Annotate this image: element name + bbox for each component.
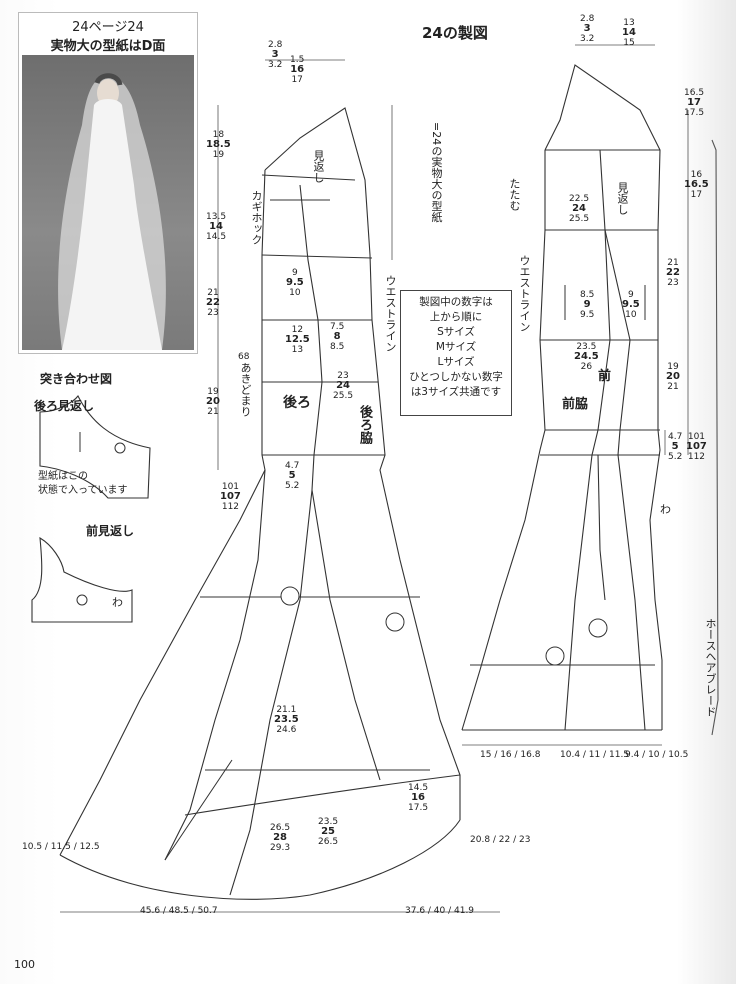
page-number: 100 [14,958,35,971]
measure-hem-left: 10.5 / 11.5 / 12.5 [22,842,100,852]
notch-circle-4 [280,586,300,606]
inset-fold-mark: わ [112,596,123,609]
back-facing-label: 見返し [312,150,325,183]
front-piece-outline [461,64,663,731]
size-note-line-3: Sサイズ [437,326,475,338]
fold-label: たたむ [508,178,521,211]
back-piece-label: 後ろ [283,395,311,411]
photo-caption-page: 24ページ24 [72,20,144,35]
size-note-line-6: ひとつしかない数字 [409,371,503,383]
measure-hem-right: 20.8 / 22 / 23 [470,835,531,845]
back-side-piece-label: 後ろ脇 [357,405,372,444]
back-waist-line-label: ウエストライン [384,275,397,352]
inset-title: 突き合わせ図 [40,372,113,386]
measure-front-hem-2: 10.4 / 11 / 11.5 [560,750,630,760]
inset-facings [31,394,151,623]
photo-panel: 24ページ24 実物大の型紙はD面 [18,12,198,354]
size-note-box: 製図中の数字は 上から順に Sサイズ Mサイズ Lサイズ ひとつしかない数字 は… [400,290,512,416]
notch-circle-2 [545,646,565,666]
size-note-line-7: は3サイズ共通です [410,386,502,398]
inset-paper-note-1: 型紙はこの [38,471,88,482]
inset-circle-a [114,442,126,454]
hook-label: カギホック [250,190,263,245]
front-side-piece-label: 前脇 [562,397,589,412]
measure-front-hem-3: 9.4 / 10 / 10.5 [625,750,689,760]
pattern-note: =24の実物大の型紙 [430,122,443,223]
size-note-line-1: 製図中の数字は [419,296,493,308]
back-piece-outline [59,107,461,900]
front-facing-label: 見返し [616,182,629,215]
measure-hem-width-right: 37.6 / 40 / 41.9 [405,906,475,916]
measure-hem-width-left: 45.6 / 48.5 / 50.7 [140,906,218,916]
dress-photo [22,55,194,350]
notch-circle-3 [385,612,405,632]
opening-label: あきどまり [239,362,252,417]
inset-front-facing-label: 前見返し [86,524,135,538]
diagram-title: 24の製図 [422,24,488,42]
inset-circle-b [76,594,88,606]
front-piece-label: 前 [598,369,612,384]
inset-back-facing-label: 後ろ見返し [34,399,95,413]
size-note-line-4: Mサイズ [435,341,477,353]
measure-front-hem-1: 15 / 16 / 16.8 [480,750,541,760]
horsehair-braid-label: ホースヘアブレード [704,618,717,717]
front-waist-line-label: ウエストライン [518,255,531,332]
front-fold-mark: わ [660,503,671,516]
photo-caption-pattern: 実物大の型紙はD面 [50,39,166,54]
notch-circle-1 [588,618,608,638]
measure-opening: 68 [238,352,250,362]
size-note-line-2: 上から順に [429,311,483,323]
size-note-line-5: Lサイズ [437,356,475,368]
bride-illustration [58,73,166,350]
inset-paper-note-2: 状態で入っています [38,485,128,496]
